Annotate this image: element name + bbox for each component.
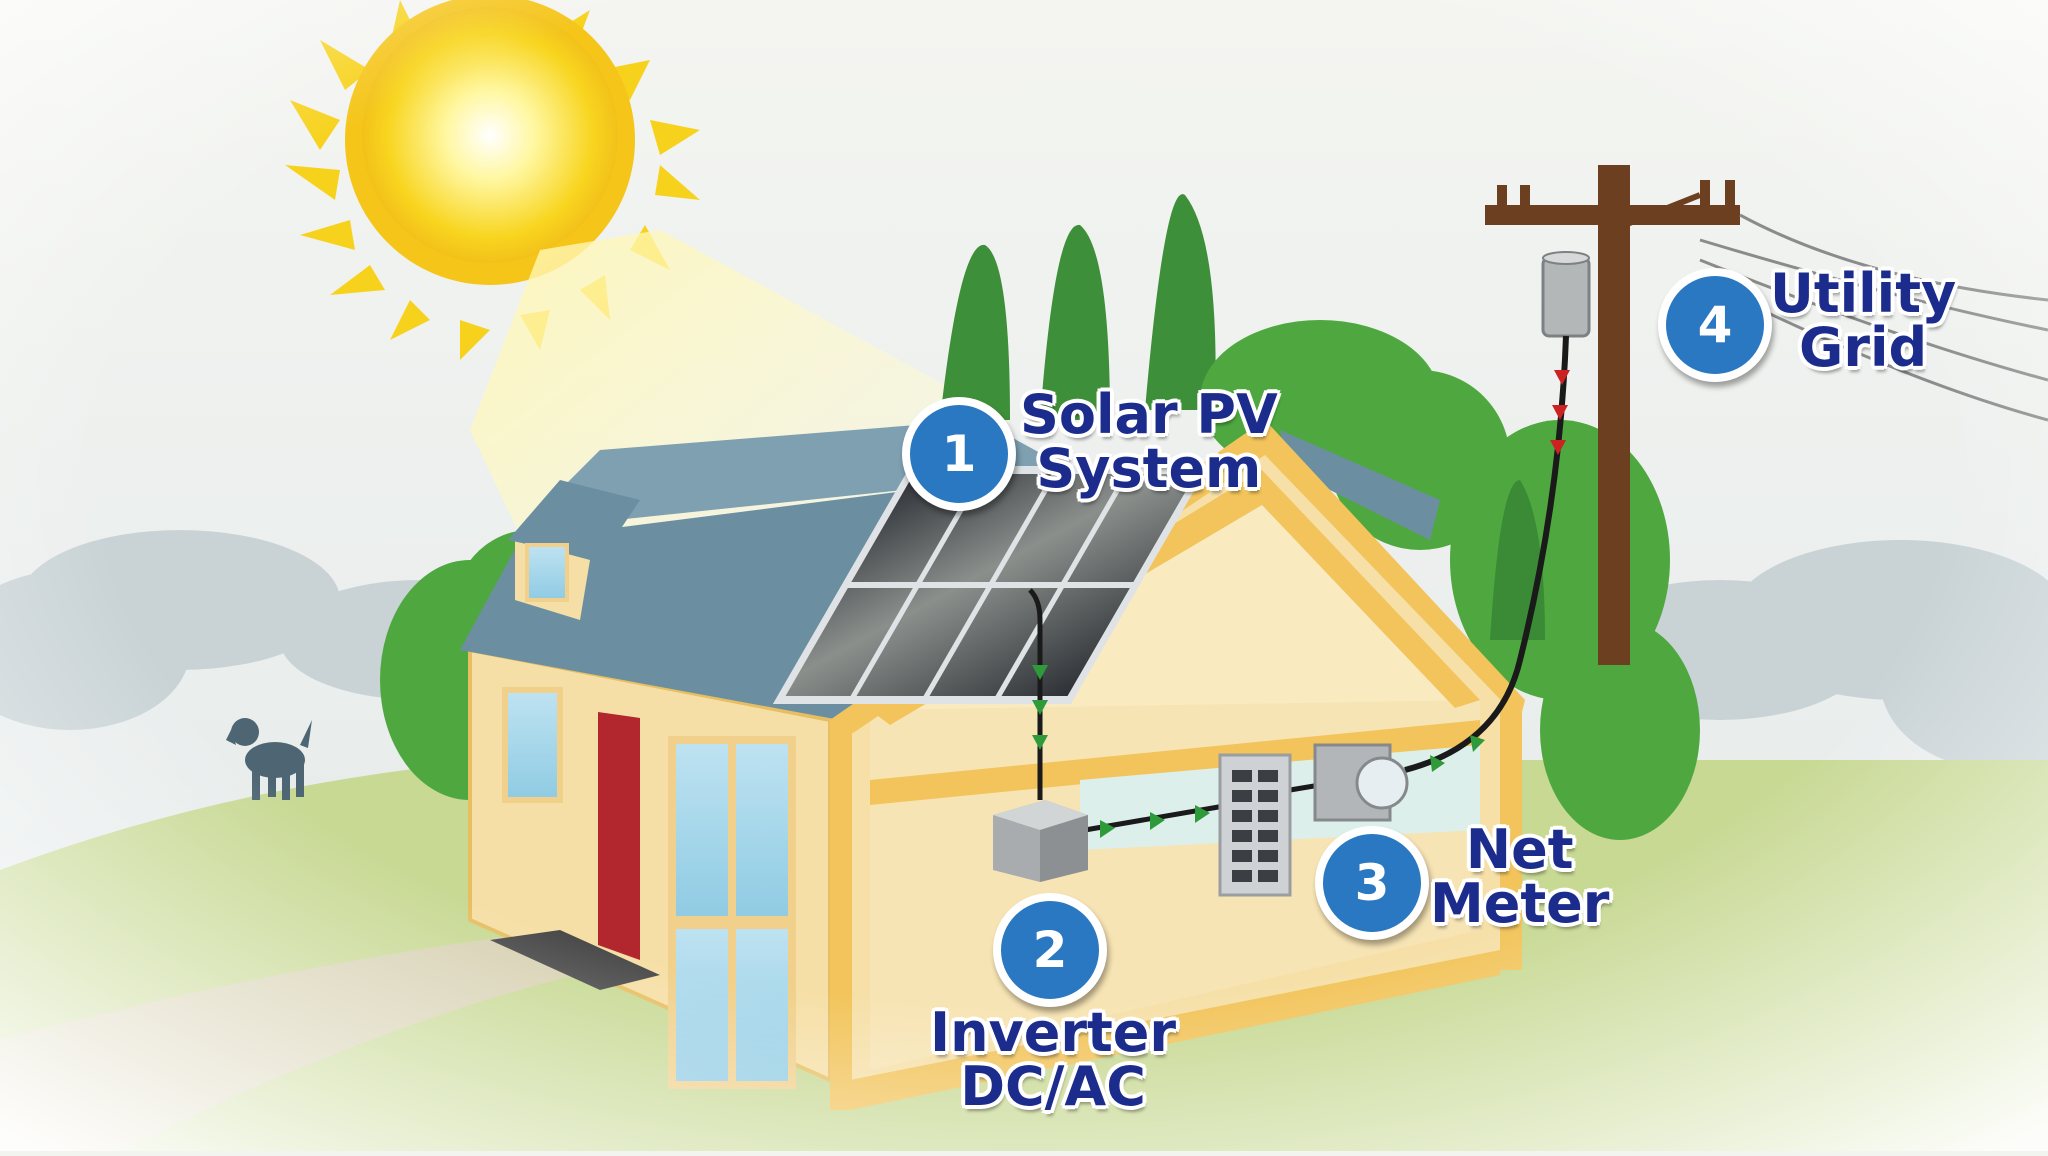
step-1-label-line2: System	[1036, 437, 1262, 500]
step-2-label-line2: DC/AC	[960, 1055, 1146, 1118]
step-3-label-line1: Net	[1465, 818, 1574, 881]
step-2-label-line1: Inverter	[930, 1001, 1177, 1064]
step-3-badge: 3	[1315, 826, 1429, 940]
step-2-badge: 2	[993, 893, 1107, 1007]
step-2-label: Inverter DC/AC	[930, 1006, 1176, 1114]
step-4-label-line2: Grid	[1799, 316, 1928, 379]
step-1-label: Solar PV System	[1020, 388, 1278, 496]
step-1-badge: 1	[902, 397, 1016, 511]
step-4-label-line1: Utility	[1770, 262, 1957, 325]
step-3-label-line2: Meter	[1430, 872, 1610, 935]
step-3-label: Net Meter	[1430, 823, 1609, 931]
step-4-label: Utility Grid	[1770, 267, 1956, 375]
step-1-label-line1: Solar PV	[1020, 383, 1278, 446]
step-4-badge: 4	[1658, 268, 1772, 382]
